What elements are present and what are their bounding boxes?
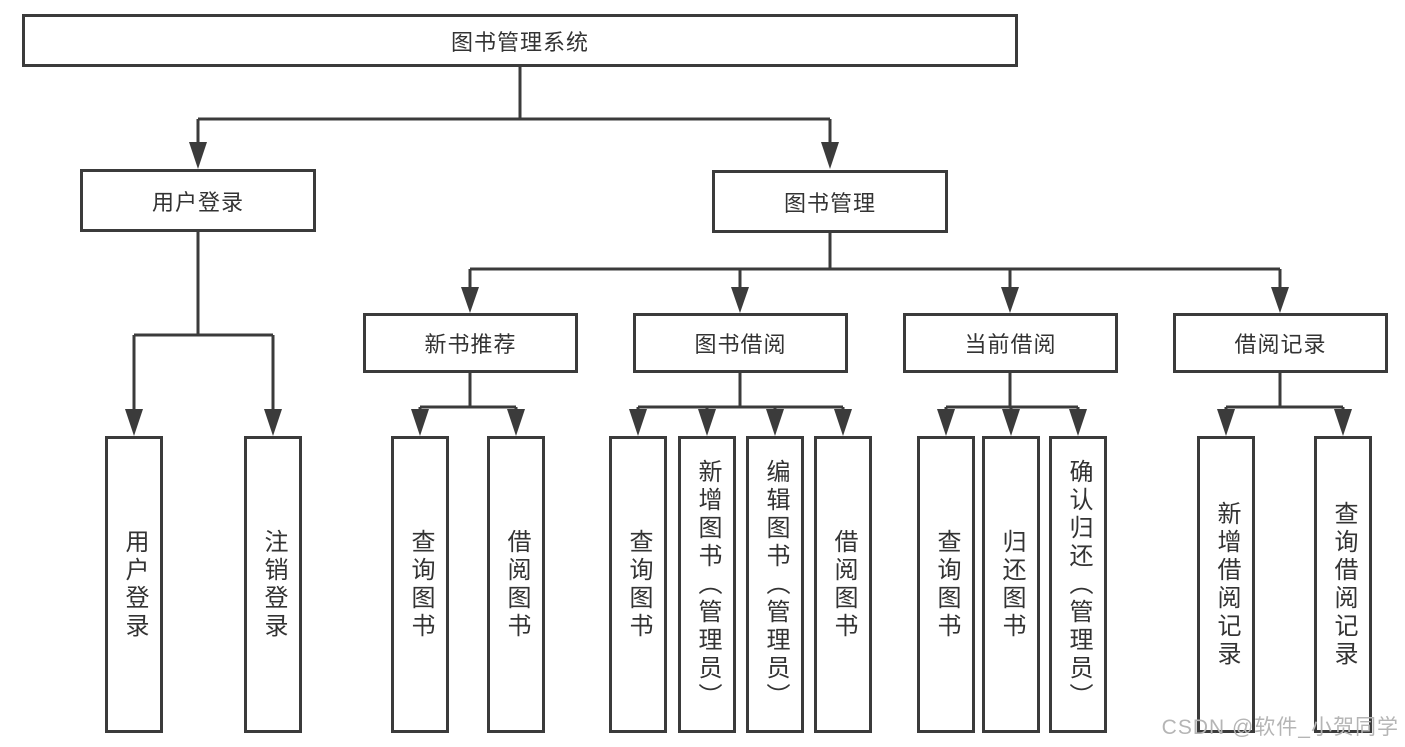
connector-current-borrow-to-leaves — [944, 373, 1080, 414]
node-new-book-recommend: 新书推荐 — [363, 313, 578, 373]
node-book-borrow: 图书借阅 — [633, 313, 848, 373]
leaf-edit-book-admin: 编辑图书（管理员） — [746, 436, 804, 733]
leaf-query-book-borrow: 查询图书 — [609, 436, 667, 733]
connector-root-to-level2 — [196, 67, 832, 148]
node-book-management: 图书管理 — [712, 170, 948, 233]
node-user-login: 用户登录 — [80, 169, 316, 232]
connector-borrow-record-to-leaves — [1224, 373, 1345, 414]
arrowheads-level3 — [461, 287, 1289, 313]
connector-book-borrow-to-leaves — [636, 373, 845, 414]
leaf-add-book-admin: 新增图书（管理员） — [678, 436, 736, 733]
node-borrow-record: 借阅记录 — [1173, 313, 1388, 373]
connector-book-management-to-level3 — [468, 233, 1282, 292]
leaf-query-book-current: 查询图书 — [917, 436, 975, 733]
leaf-return-book: 归还图书 — [982, 436, 1040, 733]
arrowheads-level2 — [189, 142, 839, 169]
arrowheads-user-login-leaves — [125, 409, 282, 436]
connector-user-login-to-leaves — [132, 232, 275, 414]
leaf-borrow-book-recommend: 借阅图书 — [487, 436, 545, 733]
node-root-library-system: 图书管理系统 — [22, 14, 1018, 67]
leaf-borrow-book: 借阅图书 — [814, 436, 872, 733]
node-current-borrow: 当前借阅 — [903, 313, 1118, 373]
arrowheads-current-borrow-leaves — [937, 409, 1087, 436]
arrowheads-borrow-record-leaves — [1217, 409, 1352, 436]
leaf-user-login: 用户登录 — [105, 436, 163, 733]
leaf-query-borrow-record: 查询借阅记录 — [1314, 436, 1372, 733]
connector-new-book-recommend-to-leaves — [418, 373, 518, 414]
arrowheads-new-book-recommend-leaves — [411, 409, 525, 436]
csdn-watermark: CSDN @软件_小贺同学 — [1161, 716, 1399, 739]
leaf-logout-login: 注销登录 — [244, 436, 302, 733]
leaf-confirm-return-admin: 确认归还（管理员） — [1049, 436, 1107, 733]
arrowheads-book-borrow-leaves — [629, 409, 852, 436]
leaf-add-borrow-record: 新增借阅记录 — [1197, 436, 1255, 733]
leaf-query-book-recommend: 查询图书 — [391, 436, 449, 733]
